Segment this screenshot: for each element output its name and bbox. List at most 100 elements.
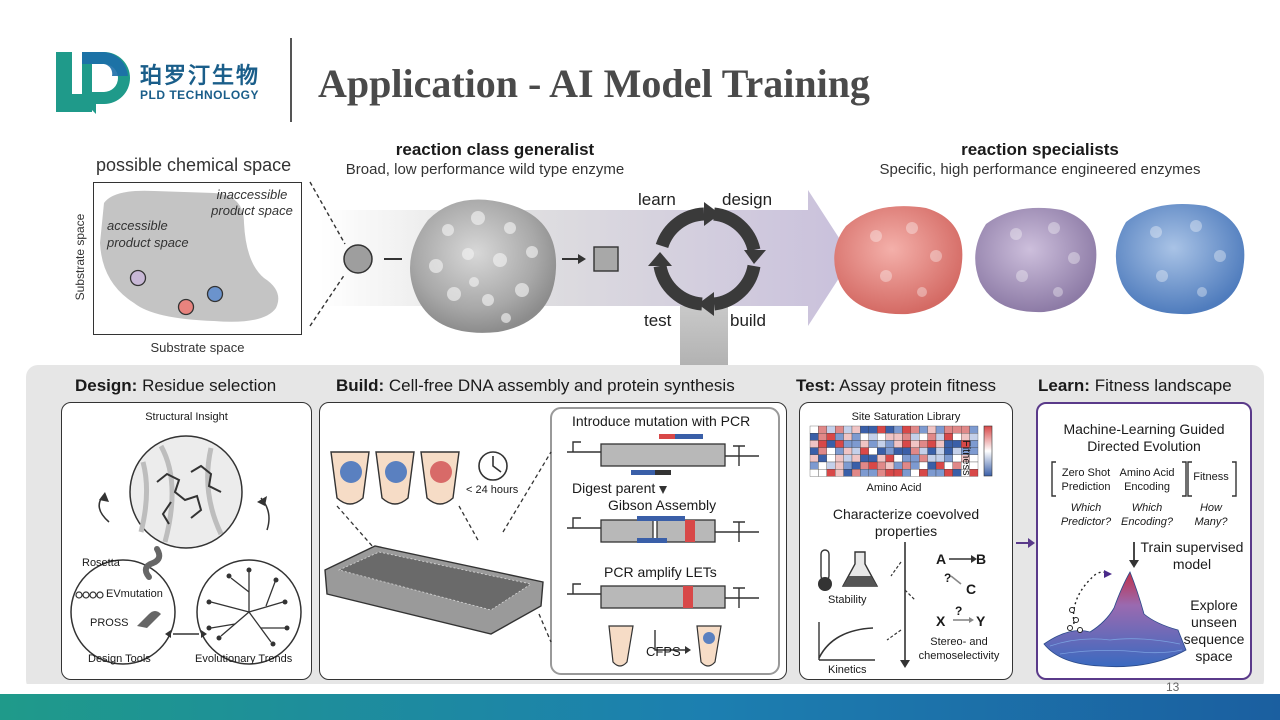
fitness-heatmap: [809, 425, 993, 477]
which-predictor-label: Which Predictor?: [1055, 501, 1117, 529]
explore-line-3: sequence: [1183, 631, 1245, 647]
heatmap-cell: [969, 469, 979, 477]
flow-arrow-graphic: [309, 181, 852, 371]
build-graphic: [324, 407, 780, 675]
page-number: 13: [1166, 680, 1180, 694]
heatmap-cell: [860, 433, 869, 441]
heatmap-cell: [893, 454, 903, 463]
time-label: < 24 hours: [466, 484, 519, 496]
stability-label: Stability: [828, 594, 867, 606]
zero-shot-line-2: Prediction: [1061, 481, 1111, 493]
heatmap-cell: [835, 440, 844, 448]
library-label: Site Saturation Library: [851, 411, 961, 423]
fitness-label: Fitness: [1193, 471, 1229, 483]
heatmap-cell: [910, 454, 920, 463]
heatmap-cell: [885, 454, 895, 463]
heatmap-cell: [893, 433, 903, 441]
heatmap-cell: [944, 469, 953, 477]
heatmap-cell: [944, 440, 953, 448]
heatmap-cell: [843, 440, 853, 448]
inaccessible-label: inaccessible product space: [206, 187, 298, 219]
build-header: Build: Cell-free DNA assembly and protei…: [336, 376, 735, 396]
specialist-enzymes-image: [834, 204, 1245, 315]
stereo-label: Stereo- and chemoselectivity: [904, 635, 1014, 663]
heatmap-cell: [919, 469, 928, 477]
heatmap-cell: [952, 425, 962, 434]
slide-title: Application - AI Model Training: [318, 61, 870, 106]
heatmap-cell: [835, 461, 844, 470]
heatmap-cell: [935, 433, 945, 441]
heatmap-cell: [935, 440, 945, 448]
heatmap-cell: [868, 433, 878, 441]
heatmap-cell: [809, 440, 819, 448]
footer-bar: [0, 694, 1280, 720]
aa-encoding-line-1: Amino Acid: [1119, 467, 1175, 479]
heatmap-cell: [910, 447, 920, 455]
stereo-line-1: Stereo- and: [930, 636, 988, 648]
heatmap-cell: [969, 425, 979, 434]
heatmap-cell: [868, 469, 878, 477]
heatmap-cell: [851, 469, 861, 477]
heatmap-cell: [919, 425, 928, 434]
heatmap-cell: [851, 433, 861, 441]
heatmap-cell: [919, 440, 928, 448]
heatmap-cell: [843, 447, 853, 455]
heatmap-cell: [893, 440, 903, 448]
heatmap-cell: [910, 433, 920, 441]
coevolved-line-2: properties: [874, 523, 938, 539]
heatmap-cell: [919, 461, 928, 470]
heatmap-cell: [809, 454, 819, 463]
heatmap-cell: [826, 447, 836, 455]
heatmap-cell: [868, 425, 878, 434]
heatmap-cell: [877, 454, 886, 463]
cycle-design-label: design: [722, 190, 773, 209]
explore-line-1: Explore: [1190, 597, 1238, 613]
heatmap-cell: [809, 461, 819, 470]
evo-trends-label: Evolutionary Trends: [195, 653, 293, 665]
which-predictor-line-2: Predictor?: [1060, 516, 1112, 528]
heatmap-cell: [860, 447, 869, 455]
heatmap-cell: [885, 469, 895, 477]
ml-title: Machine-Learning Guided Directed Evoluti…: [1036, 421, 1252, 455]
heatmap-cell: [893, 461, 903, 470]
aa-encoding-label: Amino Acid Encoding: [1116, 466, 1178, 494]
inaccessible-line-1: inaccessible: [216, 187, 288, 202]
generalist-subtitle: Broad, low performance wild type enzyme: [345, 161, 625, 178]
heatmap-cell: [935, 447, 945, 455]
heatmap-cell: [809, 433, 819, 441]
explore-line-4: space: [1195, 648, 1233, 664]
which-encoding-label: Which Encoding?: [1116, 501, 1178, 529]
heatmap-cell: [826, 461, 836, 470]
heatmap-cell: [919, 447, 928, 455]
heatmap-cell: [902, 447, 911, 455]
heatmap-cell: [910, 469, 920, 477]
heatmap-cell: [885, 433, 895, 441]
fitness-colorbar-label: Fitness: [960, 440, 972, 476]
ml-title-line-2: Directed Evolution: [1087, 438, 1201, 454]
test-header-rest: Assay protein fitness: [835, 376, 996, 395]
zero-shot-line-1: Zero Shot: [1061, 467, 1111, 479]
chem-space-graphic: [100, 190, 279, 322]
heatmap-cell: [877, 440, 886, 448]
heatmap-cell: [877, 433, 886, 441]
heatmap-cell: [944, 425, 953, 434]
heatmap-cell: [851, 440, 861, 448]
heatmap-cell: [885, 447, 895, 455]
heatmap-cell: [851, 447, 861, 455]
kinetics-label: Kinetics: [828, 664, 867, 676]
heatmap-cell: [927, 469, 937, 477]
question-mark-2: ?: [955, 604, 963, 618]
step-pcr-amplify: PCR amplify LETs: [604, 564, 717, 580]
heatmap-cell: [893, 469, 903, 477]
y-axis-label: Substrate space: [73, 213, 87, 301]
how-many-line-2: Many?: [1194, 516, 1228, 528]
heatmap-cell: [851, 461, 861, 470]
explore-label: Explore unseen sequence space: [1176, 597, 1252, 665]
step-cfps: CFPS: [646, 644, 681, 659]
heatmap-cell: [835, 447, 844, 455]
learn-header-bold: Learn:: [1038, 376, 1090, 395]
structural-insight-label: Structural Insight: [145, 411, 228, 423]
heatmap-cell: [843, 433, 853, 441]
heatmap-cell: [885, 425, 895, 434]
specialists-title: reaction specialists: [961, 140, 1119, 159]
